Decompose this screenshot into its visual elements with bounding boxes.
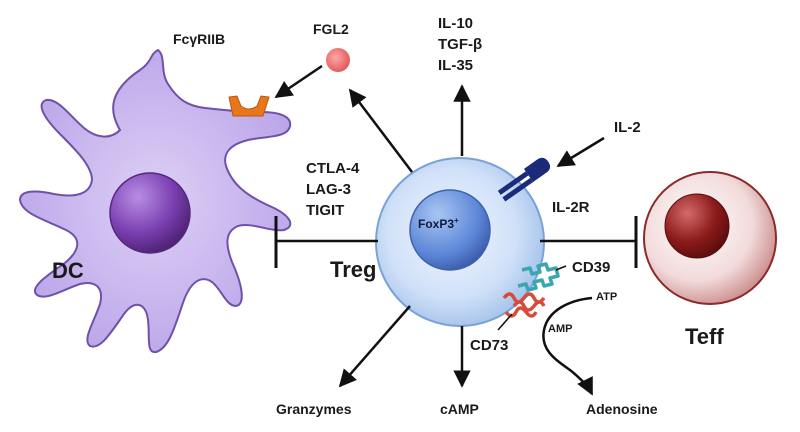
- il2-label: IL-2: [614, 119, 641, 136]
- cytokine-tgfb: TGF-β: [438, 36, 483, 53]
- cytokine-list: IL-10 TGF-β IL-35: [438, 13, 482, 76]
- arrow-fgl2-to-fcgr: [274, 64, 323, 99]
- atp-to-adenosine-arrow: [542, 296, 594, 396]
- dc-label: DC: [52, 258, 84, 283]
- il2r-label: IL-2R: [552, 199, 590, 216]
- cd73-label: CD73: [470, 337, 509, 354]
- cd39-enzyme-icon: [517, 262, 560, 292]
- il2r-receptor-icon: [497, 157, 551, 202]
- teff-label: Teff: [685, 324, 724, 349]
- checkpoint-tigit: TIGIT: [306, 202, 345, 219]
- fcgr-receptor-icon: [228, 95, 270, 117]
- arrow-treg-to-granzymes: [338, 305, 411, 388]
- cytokine-il10: IL-10: [438, 15, 474, 32]
- checkpoint-ctla4: CTLA-4: [306, 160, 360, 177]
- adenosine-label: Adenosine: [586, 401, 658, 417]
- foxp3-sup: +: [454, 216, 459, 225]
- arrow-treg-to-fgl2: [348, 88, 413, 173]
- dc-nucleus: [109, 172, 191, 254]
- foxp3-text: FoxP3: [418, 217, 455, 231]
- fgl2-label: FGL2: [313, 21, 349, 37]
- checkpoint-lag3: LAG-3: [306, 181, 351, 198]
- foxp3-label: FoxP3+: [418, 216, 459, 231]
- amp-label: AMP: [548, 323, 573, 335]
- granzymes-label: Granzymes: [276, 401, 352, 417]
- arrow-il2-to-receptor: [556, 136, 605, 168]
- fcgr-label: FcγRIIB: [173, 31, 226, 47]
- camp-label: cAMP: [440, 401, 479, 417]
- cytokine-il35: IL-35: [438, 57, 474, 74]
- teff-nucleus: [664, 193, 730, 259]
- cd73-pointer: [497, 313, 513, 331]
- atp-label: ATP: [596, 291, 618, 303]
- checkpoint-list: CTLA-4 LAG-3 TIGIT: [306, 158, 359, 221]
- cd39-label: CD39: [572, 259, 611, 276]
- cd39-pointer: [555, 265, 567, 271]
- cd73-enzyme-icon: [502, 292, 546, 318]
- treg-nucleus: [409, 189, 491, 271]
- fgl2-dot-icon: [326, 48, 350, 72]
- treg-label: Treg: [330, 257, 377, 282]
